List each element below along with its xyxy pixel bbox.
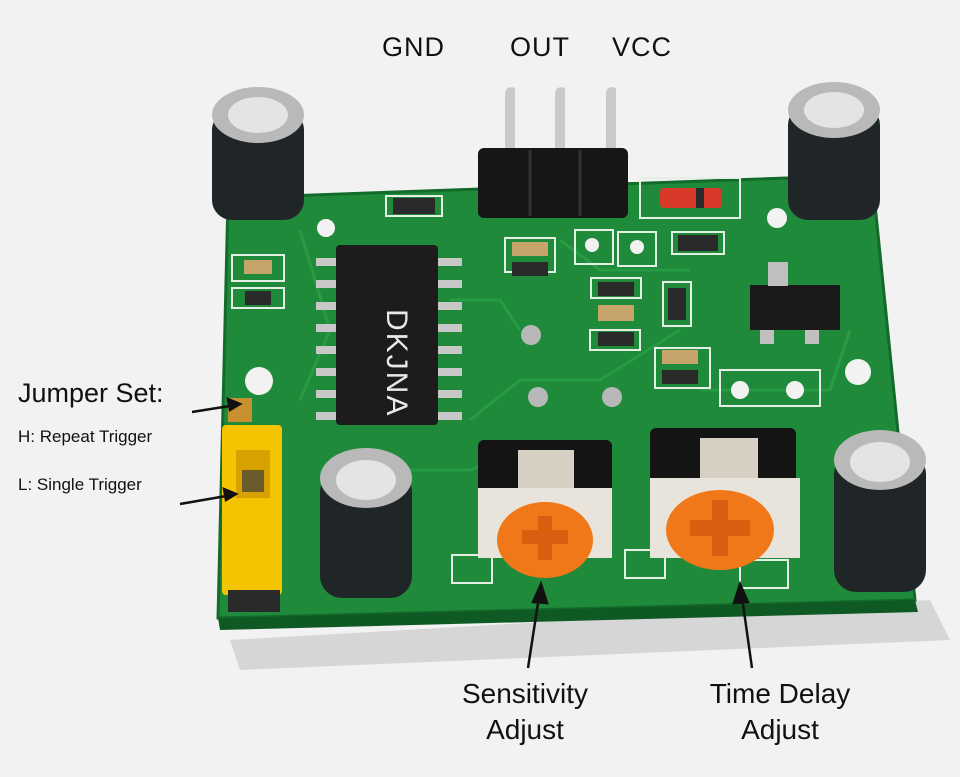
chip-marking: DKJNA xyxy=(380,309,413,418)
silkscreen-outlines xyxy=(231,195,821,589)
board-shadow xyxy=(230,600,950,670)
regulator xyxy=(750,262,840,344)
time-delay-adjust-label: Time Delay Adjust xyxy=(690,676,870,748)
mount-hole xyxy=(845,359,871,385)
mount-hole xyxy=(767,208,787,228)
sensitivity-potentiometer xyxy=(478,440,612,578)
mount-hole xyxy=(245,367,273,395)
mount-hole xyxy=(317,219,335,237)
mount-hole xyxy=(786,381,804,399)
sensitivity-line2: Adjust xyxy=(486,714,564,745)
sensitivity-adjust-label: Sensitivity Adjust xyxy=(440,676,610,748)
time-delay-potentiometer xyxy=(650,428,800,570)
jumper-single-trigger-label: L: Single Trigger xyxy=(18,475,142,494)
jumper-set-title: Jumper Set: xyxy=(18,378,164,408)
mount-hole xyxy=(731,381,749,399)
time-delay-line2: Adjust xyxy=(741,714,819,745)
diode xyxy=(639,177,741,219)
annotation-arrows xyxy=(179,396,754,669)
pin-label-out: OUT xyxy=(510,32,570,62)
mount-hole xyxy=(585,238,599,252)
mount-hole xyxy=(630,240,644,254)
chip-pins xyxy=(316,258,462,420)
time-delay-line1: Time Delay xyxy=(709,678,851,709)
pin-label-vcc: VCC xyxy=(612,32,673,62)
pin-header xyxy=(478,87,628,218)
jumper-block xyxy=(222,398,282,612)
solder-points xyxy=(521,325,622,407)
capacitor-top-right xyxy=(788,82,880,220)
pin-label-gnd: GND xyxy=(382,32,445,62)
sensitivity-line1: Sensitivity xyxy=(461,678,589,709)
smd-components xyxy=(244,198,718,384)
ic-chip xyxy=(316,245,462,425)
capacitor-bottom-right xyxy=(834,430,926,592)
capacitor-bottom-left xyxy=(320,448,412,598)
capacitor-top-left xyxy=(212,87,304,220)
jumper-repeat-trigger-label: H: Repeat Trigger xyxy=(18,427,153,446)
